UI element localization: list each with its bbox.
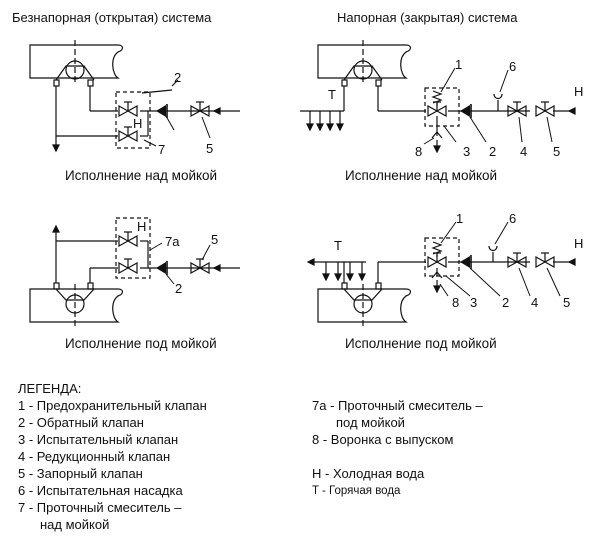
q1-leader-lines [143, 115, 211, 147]
caption-bottom-right: Исполнение под мойкой [345, 336, 497, 351]
q3-mixer-valve-bottom [118, 258, 138, 274]
legend-item-3: 3 - Испытательный клапан [18, 432, 179, 447]
legend-item-7a: 7а - Проточный смеситель – [312, 398, 483, 413]
q2-label-8: 8 [415, 144, 423, 159]
q2-safety-valve [427, 101, 447, 117]
title-closed-system: Напорная (закрытая) система [337, 10, 518, 25]
q1-shutoff-valve [190, 101, 210, 117]
legend-item-t: T - Горячая вода [312, 485, 401, 497]
q3-mixer-valve-top [118, 231, 138, 247]
legend-item-4: 4 - Редукционный клапан [18, 449, 171, 464]
q4-shutoff-valve [535, 252, 555, 268]
legend-item-1: 1 - Предохранительный клапан [18, 398, 207, 413]
q2-label-t: T [328, 87, 336, 102]
legend-title: ЛЕГЕНДА: [18, 381, 82, 396]
q2-label-h: H [574, 84, 584, 99]
q3-pipes [52, 217, 240, 283]
legend-item-7a-cont: под мойкой [336, 415, 405, 430]
q3-label-5: 5 [211, 232, 219, 247]
q4-heater [317, 282, 412, 328]
q4-leader-lines [439, 221, 561, 297]
q4-safety-valve [427, 252, 447, 268]
q2-shutoff-valve [535, 101, 555, 117]
q2-label-3: 3 [463, 144, 471, 159]
legend-item-5: 5 - Запорный клапан [18, 466, 143, 481]
q1-label-h: H [133, 116, 143, 131]
caption-top-left: Исполнение над мойкой [65, 168, 218, 183]
q4-label-h: H [574, 236, 584, 251]
legend-item-h: H - Холодная вода [312, 466, 425, 481]
q2-reducing-valve [507, 101, 527, 117]
q2-label-6: 6 [509, 59, 517, 74]
q2-check-valve [459, 103, 472, 119]
q2-leader-lines [423, 67, 553, 145]
legend-item-8: 8 - Воронка с выпуском [312, 432, 454, 447]
q2-heater [317, 40, 412, 87]
legend-item-7: 7 - Проточный смеситель – [18, 500, 182, 515]
q2-label-1: 1 [455, 57, 463, 72]
legend-item-2: 2 - Обратный клапан [18, 415, 144, 430]
q3-shutoff-valve [190, 258, 210, 274]
caption-top-right: Исполнение над мойкой [345, 168, 498, 183]
q3-leader-lines [149, 242, 211, 285]
q1-label-5: 5 [206, 141, 214, 156]
q4-label-1: 1 [456, 211, 464, 226]
q4-label-4: 4 [531, 295, 539, 310]
title-open-system: Безнапорная (открытая) система [12, 10, 212, 25]
q4-reducing-valve [507, 252, 527, 268]
q2-pipes [300, 86, 576, 154]
legend-item-7-cont: над мойкой [40, 517, 110, 532]
q1-label-2: 2 [174, 70, 182, 85]
q4-label-5: 5 [563, 295, 571, 310]
legend-item-6: 6 - Испытательная насадка [18, 483, 183, 498]
q3-label-h: H [137, 219, 147, 234]
q2-label-5: 5 [553, 144, 561, 159]
q1-pipes [52, 79, 240, 153]
q1-heater [29, 40, 124, 87]
q4-label-2: 2 [502, 295, 510, 310]
q4-check-valve [459, 254, 472, 270]
q1-mixer-valve-top [118, 101, 138, 117]
q2-label-4: 4 [520, 144, 528, 159]
q1-label-7: 7 [158, 142, 166, 157]
q3-label-7a: 7a [165, 234, 180, 249]
q3-check-valve [155, 260, 168, 276]
q1-check-valve [155, 103, 168, 119]
q4-label-6: 6 [509, 211, 517, 226]
q3-label-2: 2 [175, 281, 183, 296]
q2-label-2: 2 [489, 144, 497, 159]
q4-label-t: T [334, 238, 342, 253]
q4-label-8: 8 [452, 295, 460, 310]
q4-label-3: 3 [470, 295, 478, 310]
caption-bottom-left: Исполнение под мойкой [65, 336, 217, 351]
q3-heater [29, 282, 124, 328]
